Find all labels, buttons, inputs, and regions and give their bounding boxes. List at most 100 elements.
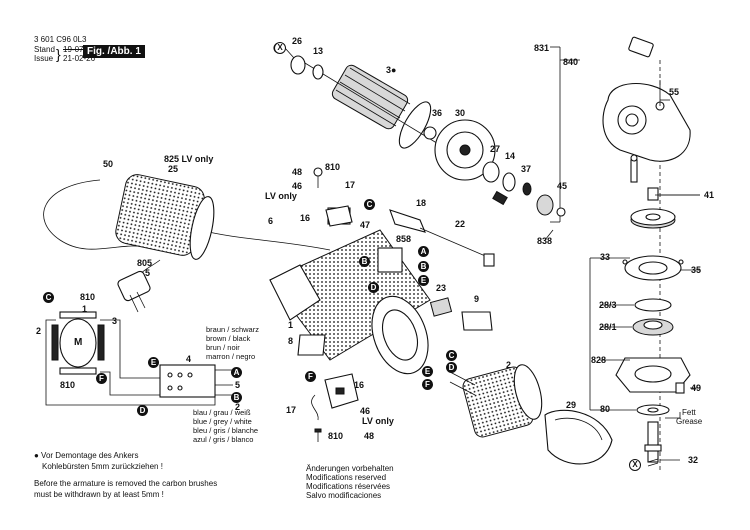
wire-4: 4 [186,354,192,364]
wire-color-row: azul / gris / blanco [193,435,254,444]
callout-18: 18 [416,198,427,208]
change-de: Änderungen vorbehalten [306,464,394,473]
wire-2: 2 [235,402,241,412]
change-fr: Modifications réservées [306,482,391,491]
callout-13: 13 [313,46,324,56]
schematic-810-top: 810 [80,292,96,302]
callout-29: 29 [566,400,577,410]
note-en-1: Before the armature is removed the carbo… [34,479,218,488]
callout-3: 3● [386,65,397,75]
marker-f-holder: F [305,371,316,382]
wire-color-row: brown / black [206,334,251,343]
marker-d-schematic: D [137,405,148,416]
callout-28-3: 28/3 [599,300,617,310]
wire-color-row: blau / grau / weiß [193,408,251,417]
schematic-810-bottom: 810 [60,380,76,390]
callout-26: 26 [292,36,303,46]
change-en: Modifications reserved [306,473,387,482]
callout-23: 23 [436,283,447,293]
grease-label-de: Fett [682,408,696,417]
callout-41: 41 [704,190,715,200]
callout-6: 6 [268,216,274,226]
callout-45: 45 [557,181,568,191]
callout-35: 35 [691,265,702,275]
guard [544,409,613,465]
ball-bearing [632,318,674,336]
wire-color-row: braun / schwarz [206,325,259,334]
wire-color-row: blue / grey / white [193,417,252,426]
callout-810-top: 810 [325,162,341,172]
bearing-flange [615,357,691,394]
callout-46-bottom: 46 [360,406,371,416]
plug [117,270,151,313]
brace: } [56,46,61,62]
callout-5: 5 [145,268,151,278]
callout-825: 825 LV only [164,154,214,164]
callout-840: 840 [563,57,579,67]
wire-5: 5 [235,380,241,390]
callout-48-top: 48 [292,167,303,177]
marker-c-schematic: C [43,292,54,303]
callout-17-top: 17 [345,180,356,190]
marker-x-bottom: X [629,459,641,471]
callout-50: 50 [103,159,114,169]
wire-color-row: brun / noir [206,343,240,352]
callout-8: 8 [288,336,294,346]
issue-label: Issue [34,54,54,63]
spindle [644,421,662,467]
bearing-set [482,161,566,217]
schematic-3: 3 [112,316,118,326]
note-en-2: must be withdrawn by at least 5mm ! [34,490,164,499]
modification-notes: Änderungen vorbehalten Modifications res… [306,464,394,500]
callout-32: 32 [688,455,699,465]
marker-d-top: D [368,282,379,293]
screws [314,428,322,442]
callout-1: 1 [288,320,294,330]
brush-holder [311,205,359,421]
part-number: 3 601 C96 0L3 [34,35,87,44]
marker-d-stator: D [446,362,457,373]
callout-16-top: 16 [300,213,311,223]
callout-25: 25 [168,164,179,174]
circlip [634,298,672,312]
callout-37: 37 [521,164,532,174]
wire-colors-bottom: blau / grau / weiß blue / grey / white b… [193,408,258,444]
callout-28-1: 28/1 [599,322,617,332]
armature-notes: ● Vor Demontage des Ankers Kohlebürsten … [34,450,217,500]
marker-b-schematic: B [231,392,242,403]
marker-f-stator: F [422,379,433,390]
figure-label: Fig. /Abb. 1 [83,45,145,58]
marker-a-schematic: A [231,367,242,378]
sheet-8 [297,334,326,356]
callout-9: 9 [474,294,480,304]
callout-810-bottom: 810 [328,431,344,441]
wire-colors-top: braun / schwarz brown / black brun / noi… [206,325,259,361]
callout-33: 33 [600,252,611,262]
grease-label-en: Grease [676,417,703,426]
callout-49: 49 [691,383,702,393]
callout-27: 27 [490,144,501,154]
flange [622,255,684,281]
gears [630,187,676,229]
note-de-2: Kohlebürsten 5mm zurückziehen ! [42,462,163,471]
callout-55: 55 [669,87,680,97]
lv-only-top: LV only [265,191,297,201]
callout-30: 30 [455,108,466,118]
marker-e-top: E [418,275,429,286]
issue-value: 21-02-26 [63,54,96,63]
marker-b-top: B [359,256,370,267]
marker-c-stator: C [446,350,457,361]
marker-c-top: C [364,199,375,210]
lv-only-bottom: LV only [362,416,394,426]
marker-x-top: X [274,42,286,54]
callout-47: 47 [360,220,371,230]
marker-e-stator: E [422,366,433,377]
fan [423,119,496,181]
schematic-2: 2 [36,326,42,336]
schematic-1: 1 [82,304,88,314]
callout-46-top: 46 [292,181,303,191]
callout-36: 36 [432,108,443,118]
marker-b-right: B [418,261,429,272]
callout-838: 838 [537,236,553,246]
